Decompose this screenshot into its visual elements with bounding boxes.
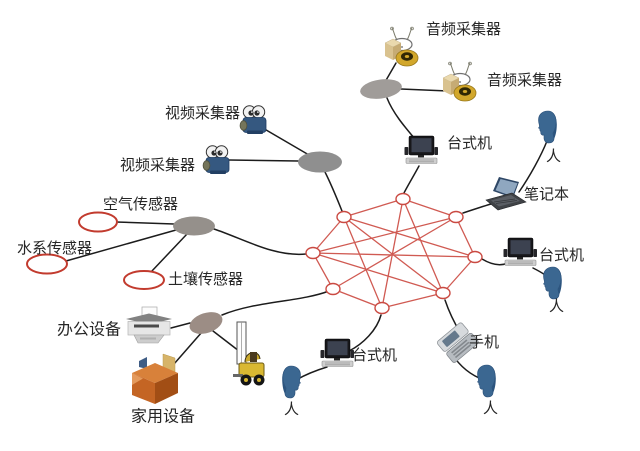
video-collector-2-label: 视频采集器 bbox=[120, 157, 195, 174]
link-office-hub-to-printer bbox=[170, 322, 191, 329]
link-sensor-hub-to-soil bbox=[150, 233, 188, 273]
mesh-edge-r-tr bbox=[455, 216, 476, 258]
mobile-phone-label: 手机 bbox=[469, 334, 499, 351]
mesh-edge-br-r bbox=[442, 256, 476, 294]
person-bottom-right-label: 人 bbox=[483, 400, 498, 417]
person-top-right-label: 人 bbox=[546, 148, 561, 165]
person-bottom-left-label: 人 bbox=[284, 401, 299, 418]
home-appliance-icon bbox=[132, 353, 178, 404]
link-audio-hub-to-collector-2 bbox=[400, 88, 449, 92]
mesh-edge-b-br bbox=[381, 292, 444, 309]
printer-label: 办公设备 bbox=[57, 321, 121, 339]
mesh-node-l bbox=[305, 246, 321, 260]
link-sensor-hub-to-air bbox=[115, 221, 175, 225]
desktop-top-icon bbox=[404, 135, 438, 164]
soil-sensor-label: 土壤传感器 bbox=[168, 270, 243, 288]
desktop-right-label: 台式机 bbox=[539, 247, 584, 264]
air-sensor-label: 空气传感器 bbox=[103, 196, 178, 213]
mesh-edge-tl-l bbox=[312, 216, 345, 254]
desktop-bottom-label: 台式机 bbox=[352, 347, 397, 364]
audio-collector-2-icon bbox=[442, 61, 477, 102]
link-office-hub-to-forklift bbox=[212, 330, 240, 352]
soil-sensor bbox=[123, 270, 165, 290]
mesh-edge-tr-l bbox=[312, 216, 457, 254]
laptop-icon bbox=[485, 177, 527, 211]
video-collector-1-icon bbox=[239, 105, 267, 134]
audio-collector-2-label: 音频采集器 bbox=[487, 72, 562, 89]
link-video-hub-to-collector-2 bbox=[228, 159, 299, 162]
mesh-node-b bbox=[374, 301, 390, 315]
air-sensor bbox=[78, 211, 118, 233]
mesh-node-tl bbox=[336, 210, 352, 224]
sensor-hub bbox=[173, 216, 215, 236]
mobile-phone-icon bbox=[437, 322, 479, 363]
video-hub bbox=[298, 151, 342, 173]
forklift-icon bbox=[233, 321, 265, 386]
desktop-top-label: 台式机 bbox=[447, 135, 492, 152]
audio-collector-1-icon bbox=[384, 26, 419, 67]
printer-icon bbox=[126, 306, 172, 344]
mesh-node-br bbox=[435, 286, 451, 300]
person-top-right-icon bbox=[538, 110, 557, 144]
video-collector-1-label: 视频采集器 bbox=[165, 105, 240, 122]
link-laptop-to-person bbox=[518, 140, 548, 193]
link-mesh-to-laptop bbox=[462, 203, 492, 214]
audio-hub bbox=[360, 79, 402, 99]
mesh-node-bl bbox=[325, 282, 341, 296]
mesh-edge-bl-b bbox=[332, 288, 383, 309]
desktop-right-icon bbox=[503, 237, 537, 266]
person-right-icon bbox=[543, 266, 562, 300]
mesh-node-r bbox=[467, 250, 483, 264]
water-sensor-label: 水系传感器 bbox=[17, 240, 92, 257]
audio-collector-1-label: 音频采集器 bbox=[426, 21, 501, 38]
link-audio-hub-to-collector-1 bbox=[384, 62, 397, 83]
mesh-node-tr bbox=[448, 210, 464, 224]
office-hub bbox=[189, 312, 223, 334]
person-bottom-left-icon bbox=[282, 365, 301, 399]
link-audio-hub-to-desktop-top bbox=[386, 97, 416, 140]
mesh-edge-tr-t bbox=[402, 198, 457, 218]
mesh-edge-tl-r bbox=[343, 216, 476, 258]
mesh-edge-l-r bbox=[312, 252, 476, 258]
mesh-edge-l-bl bbox=[312, 252, 334, 290]
person-bottom-right-icon bbox=[477, 364, 496, 398]
link-video-hub-to-collector-1 bbox=[260, 126, 310, 156]
water-sensor bbox=[26, 253, 68, 275]
link-mesh-to-desktop-right bbox=[481, 258, 509, 266]
mesh-edge-t-br bbox=[402, 198, 444, 294]
link-office-hub-to-mesh bbox=[221, 290, 330, 316]
link-mesh-to-desktop-bottom bbox=[348, 314, 382, 352]
link-desktop-top-to-mesh bbox=[403, 165, 420, 194]
video-collector-2-icon bbox=[202, 145, 230, 174]
desktop-bottom-icon bbox=[320, 338, 354, 367]
link-sensor-hub-to-water bbox=[65, 229, 177, 262]
laptop-label: 笔记本 bbox=[524, 186, 569, 203]
link-office-hub-to-home bbox=[173, 331, 203, 365]
link-video-hub-to-mesh bbox=[324, 171, 343, 212]
mesh-node-t bbox=[395, 192, 411, 206]
home-appliance-label: 家用设备 bbox=[131, 408, 195, 426]
mesh-edge-l-br bbox=[312, 252, 444, 294]
mesh-edge-tl-b bbox=[343, 216, 383, 309]
mesh-edge-tr-bl bbox=[332, 216, 457, 290]
link-sensor-hub-to-mesh bbox=[213, 228, 307, 256]
mesh-edge-t-tl bbox=[343, 198, 404, 218]
person-right-label: 人 bbox=[549, 298, 564, 315]
